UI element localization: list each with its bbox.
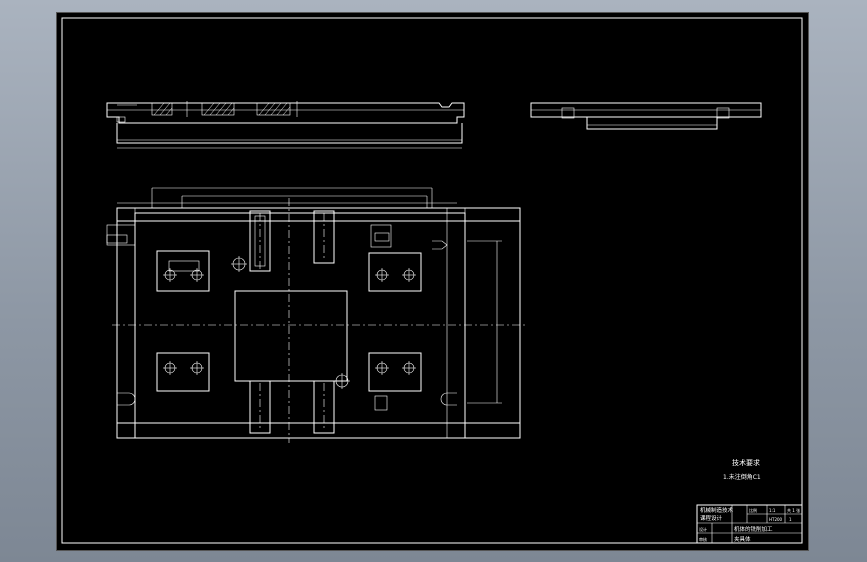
locating-slots-bottom (249, 380, 335, 434)
school-name-line2: 课程设计 (700, 514, 723, 522)
quantity: 1 (789, 517, 792, 522)
clamp-pad-bottom-left (156, 352, 210, 392)
check-label: 审核 (699, 536, 707, 542)
plan-view (106, 187, 527, 443)
scale-label: 比例 (749, 507, 757, 513)
clamp-pad-bottom-right (368, 352, 422, 392)
design-label: 设计 (699, 526, 707, 532)
tech-req-heading: 技术要求 (732, 458, 760, 467)
title-block: 机械制造技术 课程设计 比例 1:1 共 1 张 HT200 1 设计 审核 机… (696, 504, 803, 544)
drawing-frame (61, 17, 803, 544)
sheet-label: 共 1 张 (787, 507, 800, 513)
side-view (530, 102, 762, 130)
cad-viewport[interactable]: 技术要求 1.未注倒角C1 机械制造技术 课程设计 比例 1:1 共 1 张 H… (56, 12, 809, 551)
workpiece-cavity (234, 290, 348, 382)
front-section-view (106, 101, 465, 149)
clamp-pad-top-right (368, 252, 422, 292)
base-plate-outline (116, 207, 521, 439)
section-hatch (151, 102, 291, 116)
locating-slots-top (249, 210, 335, 272)
drawing-canvas: 技术要求 1.未注倒角C1 机械制造技术 课程设计 比例 1:1 共 1 张 H… (61, 17, 803, 544)
part-name-line2: 夹具体 (734, 535, 751, 543)
material: HT200 (769, 517, 783, 522)
scale-value: 1:1 (769, 508, 776, 513)
tech-requirements: 技术要求 1.未注倒角C1 (723, 458, 761, 481)
clamp-pad-top-left (156, 250, 210, 292)
part-name: 机体的铣削加工 (734, 525, 773, 533)
tech-req-item: 1.未注倒角C1 (723, 473, 761, 481)
school-name: 机械制造技术 (700, 506, 734, 514)
